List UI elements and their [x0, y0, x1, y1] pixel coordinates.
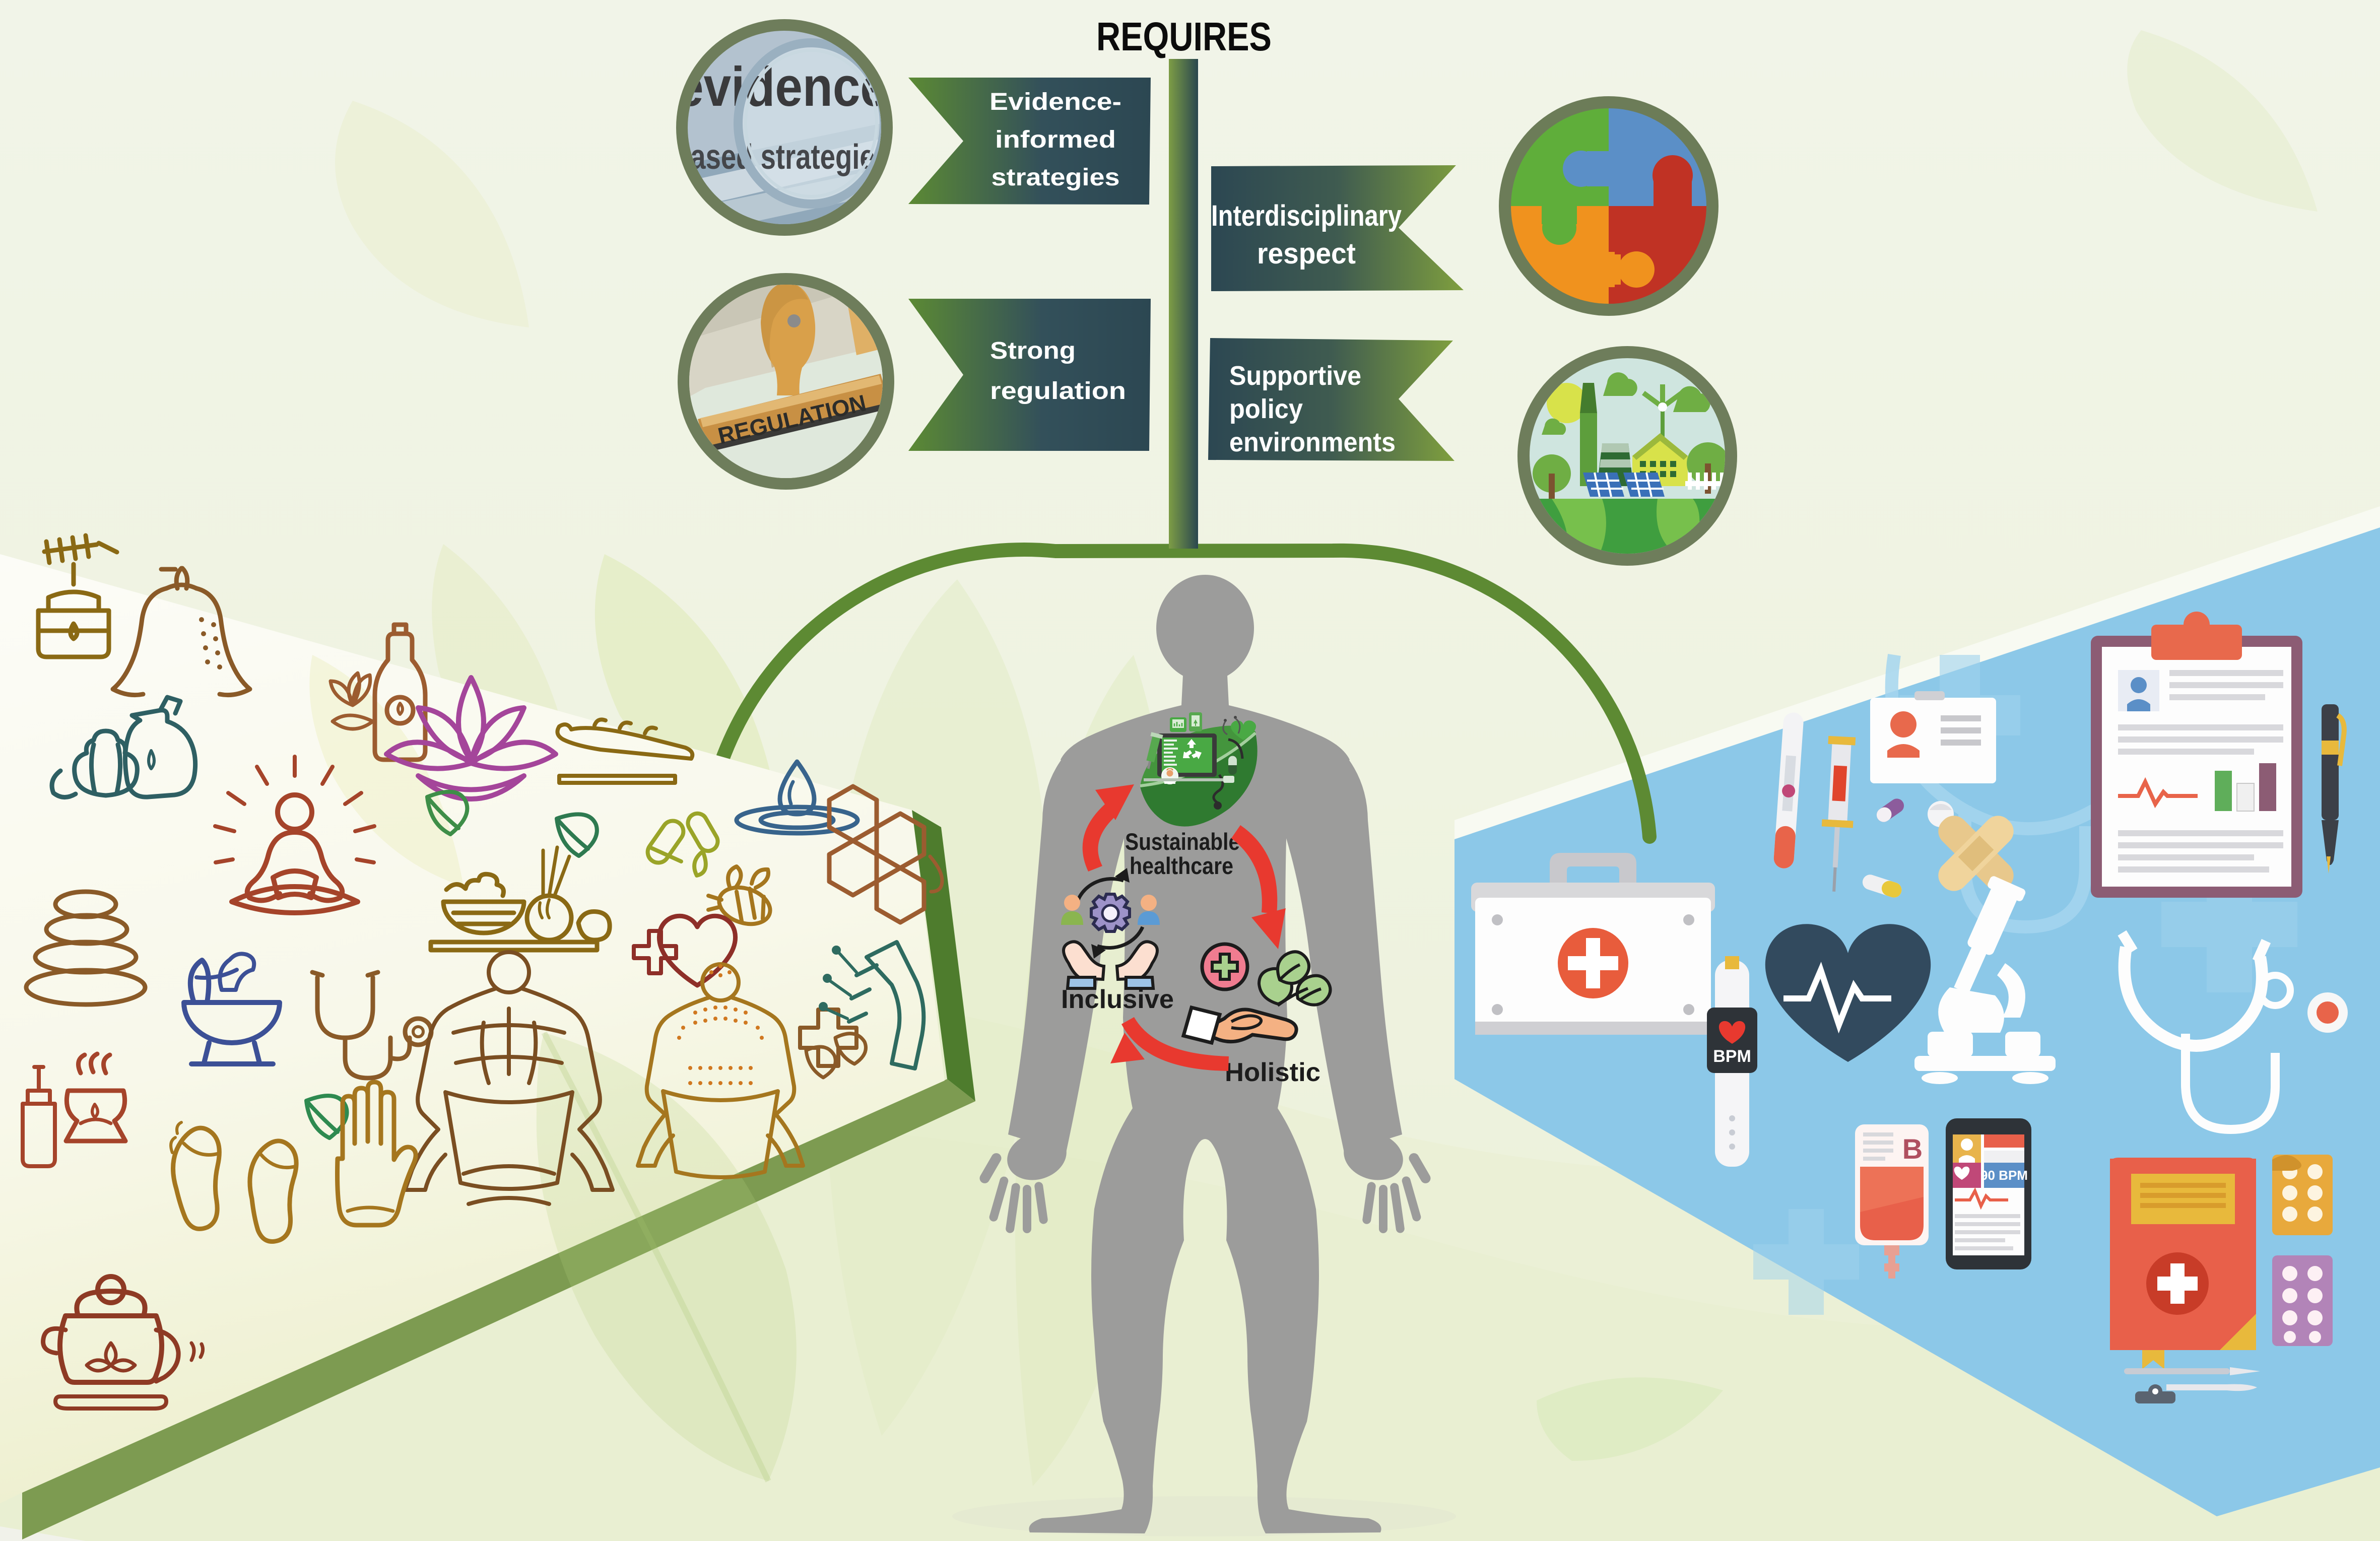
- svg-text:Evidence-: Evidence-: [989, 89, 1121, 115]
- svg-text:90 BPM: 90 BPM: [1980, 1168, 2028, 1183]
- svg-text:REQUIRES: REQUIRES: [1096, 14, 1272, 59]
- svg-text:policy: policy: [1229, 394, 1303, 424]
- svg-text:BPM: BPM: [1713, 1047, 1751, 1066]
- svg-text:healthcare: healthcare: [1130, 852, 1233, 879]
- svg-text:based strategies: based strategies: [674, 137, 890, 176]
- svg-text:regulation: regulation: [990, 378, 1126, 405]
- svg-text:Sustainable: Sustainable: [1125, 828, 1240, 855]
- svg-text:Supportive: Supportive: [1229, 361, 1361, 391]
- svg-text:evidence: evidence: [676, 56, 888, 118]
- svg-text:environments: environments: [1229, 427, 1396, 457]
- svg-text:informed: informed: [995, 126, 1116, 153]
- svg-text:B: B: [1902, 1133, 1923, 1165]
- svg-text:respect: respect: [1257, 237, 1356, 270]
- svg-text:strategies: strategies: [991, 164, 1120, 191]
- svg-text:Holistic: Holistic: [1225, 1058, 1320, 1087]
- svg-text:Strong: Strong: [990, 338, 1076, 364]
- svg-text:Interdisciplinary: Interdisciplinary: [1211, 199, 1402, 232]
